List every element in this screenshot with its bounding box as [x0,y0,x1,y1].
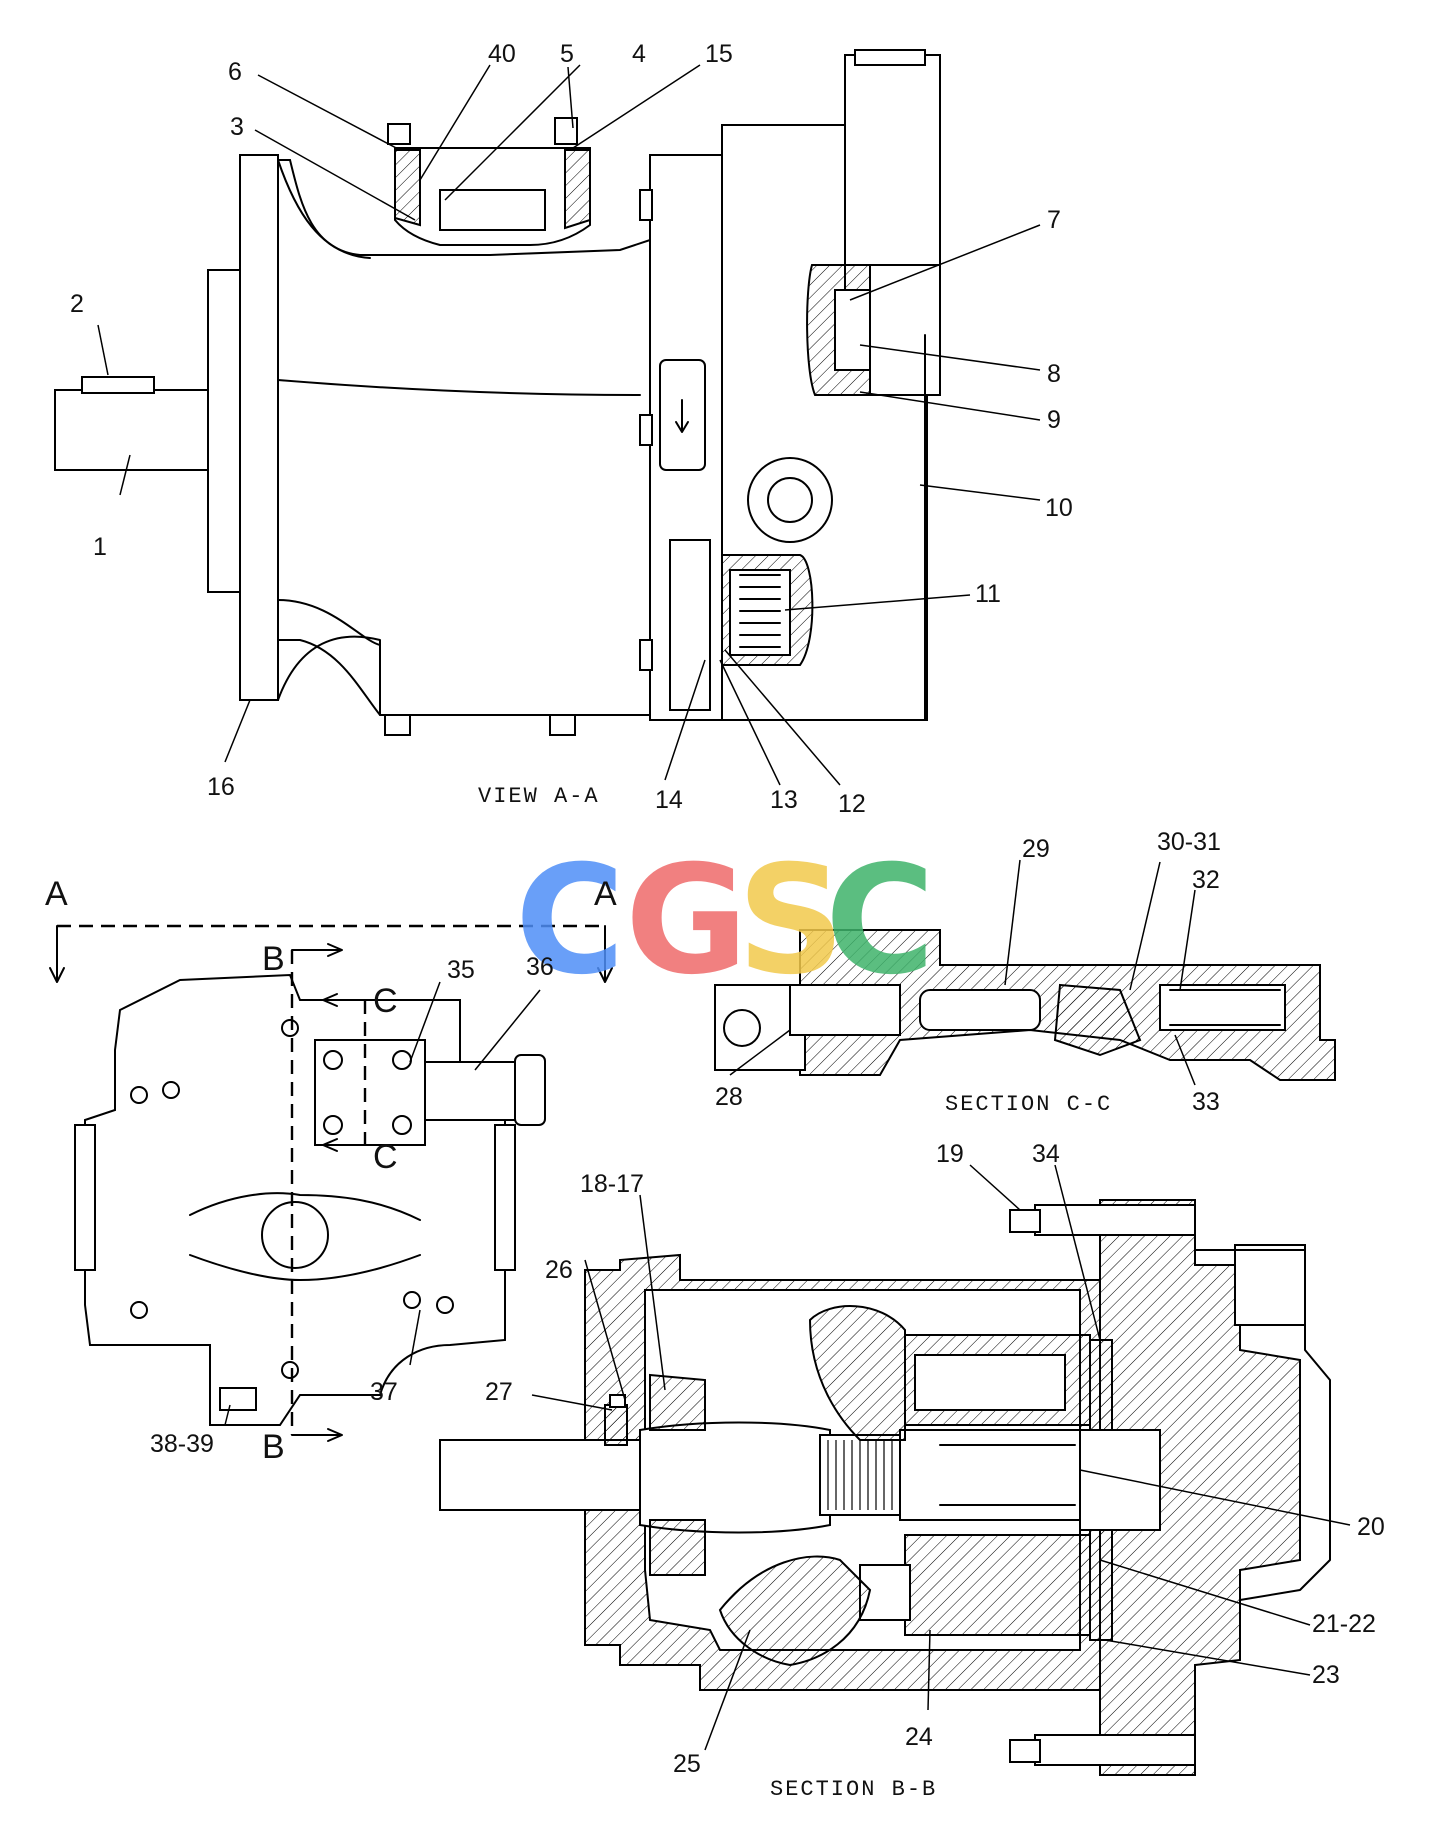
callout-34: 34 [1032,1140,1060,1168]
watermark-letter-g: G [625,834,748,1008]
callout-30-31: 30-31 [1157,828,1221,856]
section-cut-lines [49,924,613,1442]
callout-35: 35 [447,956,475,984]
cgsc-watermark: C G S C [515,834,935,1008]
callout-29: 29 [1022,835,1050,863]
callout-20: 20 [1357,1513,1385,1541]
section-bb-drawing [439,1199,1331,1776]
caption-section-bb: SECTION B-B [770,1777,937,1802]
callout-9: 9 [1047,406,1061,434]
section-markers: A A B B C C [45,875,617,1466]
callout-38-39: 38-39 [150,1430,214,1458]
caption-section-cc: SECTION C-C [945,1092,1112,1117]
spline-teeth [827,1440,893,1510]
section-marker-c-top: C [373,982,398,1020]
section-marker-b-bottom: B [262,1428,285,1466]
view-captions: VIEW A-A SECTION C-C SECTION B-B [478,784,1112,1802]
callout-6: 6 [228,58,242,86]
callout-10: 10 [1045,494,1073,522]
callout-24: 24 [905,1723,933,1751]
section-marker-a-right: A [594,875,617,913]
callout-7: 7 [1047,206,1061,234]
callout-16: 16 [207,773,235,801]
callout-15: 15 [705,40,733,68]
callout-1: 1 [93,533,107,561]
callout-8: 8 [1047,360,1061,388]
section-marker-c-bottom: C [373,1138,398,1176]
callout-37: 37 [370,1378,398,1406]
callout-27: 27 [485,1378,513,1406]
callout-36: 36 [526,953,554,981]
watermark-letter-s: S [737,834,845,1008]
callout-5: 5 [560,40,574,68]
callout-12: 12 [838,790,866,818]
spring-coil [739,574,781,648]
callout-19: 19 [936,1140,964,1168]
callout-21-22: 21-22 [1312,1610,1376,1638]
callout-23: 23 [1312,1661,1340,1689]
callout-4: 4 [632,40,646,68]
watermark-letter-c2: C [825,834,935,1008]
leader-lines [97,64,1351,1751]
front-view-drawing [74,973,546,1426]
section-cc-drawing [714,929,1336,1081]
callout-11: 11 [975,580,1001,608]
callout-13: 13 [770,786,798,814]
callout-labels: 1 2 3 4 5 6 7 8 9 10 11 12 13 14 15 16 1… [70,40,1385,1778]
section-marker-b-top: B [262,940,285,978]
callout-3: 3 [230,113,244,141]
callout-25: 25 [673,1750,701,1778]
watermark-letter-c1: C [515,834,625,1008]
view-aa-drawing [54,49,941,736]
section-marker-a-left: A [45,875,68,913]
caption-view-aa: VIEW A-A [478,784,600,809]
callout-26: 26 [545,1256,573,1284]
callout-40: 40 [488,40,516,68]
callout-32: 32 [1192,866,1220,894]
callout-28: 28 [715,1083,743,1111]
callout-18-17: 18-17 [580,1170,644,1198]
callout-14: 14 [655,786,683,814]
callout-2: 2 [70,290,84,318]
callout-33: 33 [1192,1088,1220,1116]
